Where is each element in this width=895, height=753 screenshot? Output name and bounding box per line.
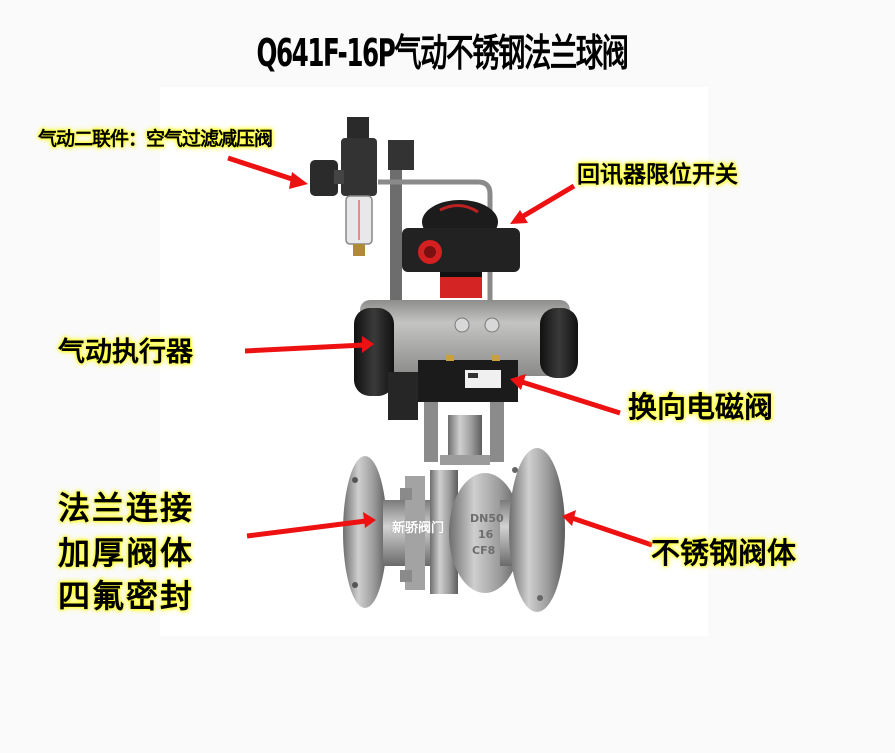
label-stainless-body: 不锈钢阀体: [651, 536, 797, 570]
solenoid-valve: [388, 355, 518, 420]
ball-valve-body: DN50 16 CF8: [343, 448, 565, 612]
regulator-knob: [310, 160, 338, 196]
right-flange: [509, 448, 565, 612]
body-marking-size: DN50: [470, 512, 504, 525]
watermark: 新骄阀门: [392, 521, 445, 536]
label-solenoid-valve: 换向电磁阀: [628, 390, 774, 424]
arrow-solenoid: [510, 374, 526, 390]
label-pneumatic-actuator: 气动执行器: [58, 337, 193, 368]
page-title: Q641F-16P气动不锈钢法兰球阀: [256, 31, 629, 75]
label-ptfe-seal: 四氟密封: [58, 577, 195, 615]
limit-switch-box: [402, 200, 520, 298]
label-flange-connection: 法兰连接: [58, 489, 195, 527]
left-flange: [343, 456, 387, 608]
air-filter-regulator: [310, 117, 377, 256]
arrow-flange: [363, 512, 376, 528]
label-limit-switch: 回讯器限位开关: [577, 162, 738, 188]
body-marking-material: CF8: [472, 544, 495, 557]
arrow-actuator: [362, 336, 374, 353]
arrow-body: [562, 510, 576, 526]
body-marking-pressure: 16: [478, 528, 494, 541]
pneumatic-actuator: [354, 300, 578, 396]
label-air-filter-regulator: 气动二联件：空气过滤减压阀: [38, 128, 273, 150]
arrow-air-unit: [289, 172, 308, 189]
air-tube: [378, 179, 493, 350]
arrow-limit-switch: [510, 210, 528, 224]
callout-arrows: [227, 155, 653, 548]
label-thick-body: 加厚阀体: [58, 534, 195, 572]
